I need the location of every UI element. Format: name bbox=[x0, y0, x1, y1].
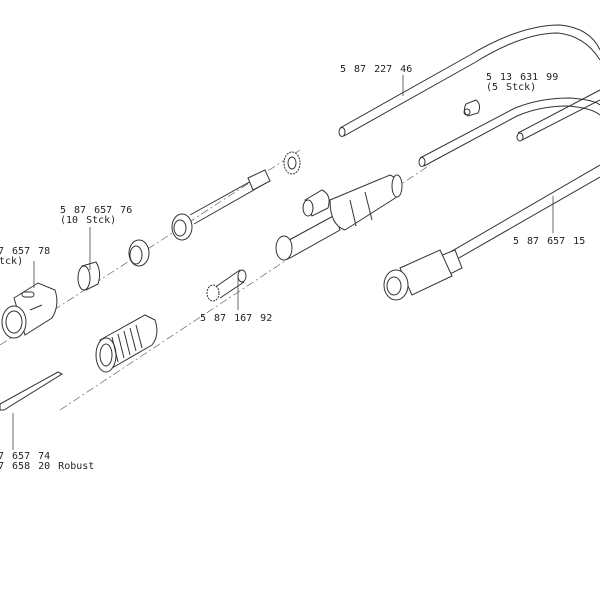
quantity-nozzle: Stck) bbox=[0, 256, 24, 267]
back-cap bbox=[95, 314, 158, 373]
part-number-cap: 5 87 657 76 bbox=[60, 205, 133, 216]
cable-tube-upper bbox=[338, 24, 600, 137]
collet-sleeve bbox=[206, 269, 247, 302]
part-number-clip: 5 13 631 99 bbox=[486, 72, 559, 83]
collet-body-rod bbox=[171, 169, 271, 241]
cable-with-connector bbox=[383, 164, 600, 301]
cap bbox=[77, 261, 101, 291]
quantity-clip: (5 Stck) bbox=[486, 82, 537, 93]
cable-tube-middle bbox=[418, 97, 600, 167]
cable-tube-short bbox=[516, 89, 600, 142]
part-number-cable: 5 87 657 15 bbox=[513, 236, 586, 247]
part-number-sleeve: 5 87 167 92 bbox=[200, 313, 273, 324]
part-number-cable-tube: 5 87 227 46 bbox=[340, 64, 413, 75]
quantity-cap: (10 Stck) bbox=[60, 215, 117, 226]
part-number-electrode-robust: 7 658 20 Robust bbox=[0, 461, 95, 472]
part-number-nozzle: 7 657 78 bbox=[0, 246, 51, 257]
gear-nut bbox=[283, 151, 301, 175]
torch-handle bbox=[275, 174, 403, 261]
insulator-ring bbox=[128, 239, 150, 267]
nozzle bbox=[1, 282, 58, 339]
part-number-electrode: 7 657 74 bbox=[0, 451, 51, 462]
tube-clip bbox=[463, 99, 481, 117]
tungsten-electrode bbox=[0, 371, 64, 411]
